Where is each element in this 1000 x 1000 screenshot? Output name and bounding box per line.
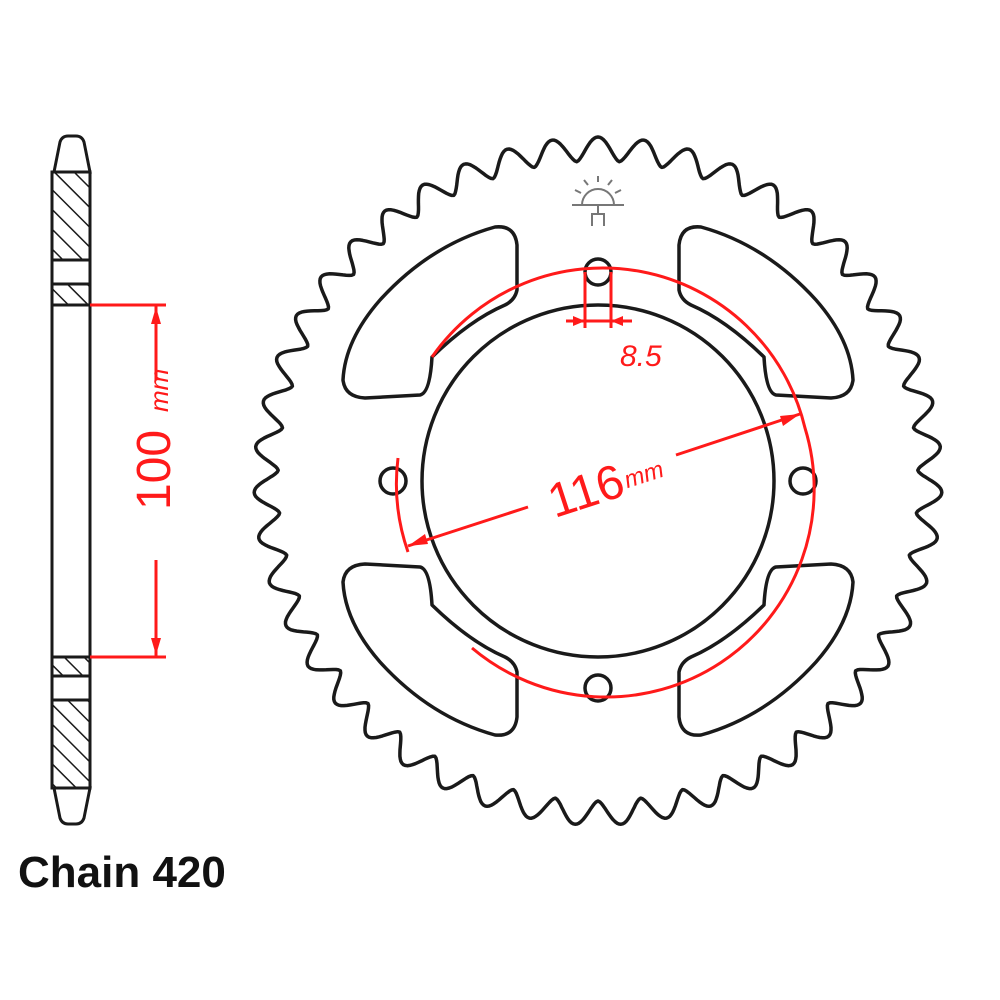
- bottom-gap: [50, 674, 92, 702]
- bolt-hole-dimension: [566, 272, 632, 328]
- cutout-bottom-left: [341, 562, 519, 737]
- side-section-view: 100 mm: [50, 134, 181, 826]
- cutout-top-right: [677, 225, 855, 400]
- top-hatch-block: [50, 170, 92, 262]
- sprocket-front-view: 116 mm 8.5: [252, 135, 944, 826]
- bottom-tooth-tip: [52, 786, 92, 826]
- cutout-top-left: [341, 225, 519, 400]
- bolt-circle-value: 116: [542, 455, 631, 529]
- bottom-hatch-small: [50, 655, 92, 678]
- bolt-holes: [378, 257, 818, 703]
- hub-web: [50, 303, 92, 659]
- bolt-circle-arc-left: [394, 457, 410, 553]
- top-gap: [50, 258, 92, 286]
- bolt-circle-arc-main: [430, 266, 816, 699]
- cutout-bottom-right: [677, 562, 855, 737]
- sun-logo-icon: [572, 176, 624, 226]
- bolt-hole-top: [583, 257, 613, 287]
- sprocket-teeth-outline: [252, 135, 944, 826]
- bolt-hole-bottom: [583, 673, 613, 703]
- hub-width-dimension: [90, 303, 166, 659]
- bolt-hole-right: [788, 466, 818, 496]
- chain-size-caption: Chain 420: [18, 848, 226, 897]
- hub-width-value: 100: [128, 430, 181, 510]
- bolt-circle-unit: mm: [621, 456, 667, 494]
- bolt-circle-dimension: [394, 266, 816, 699]
- top-tooth-tip: [52, 134, 92, 174]
- bottom-hatch-block: [50, 698, 92, 790]
- lightening-cutouts: [341, 225, 855, 737]
- hub-width-unit: mm: [144, 369, 174, 412]
- center-bore: [420, 303, 776, 659]
- top-hatch-small: [50, 282, 92, 307]
- bolt-hole-value: 8.5: [620, 340, 662, 373]
- bolt-hole-left: [378, 466, 408, 496]
